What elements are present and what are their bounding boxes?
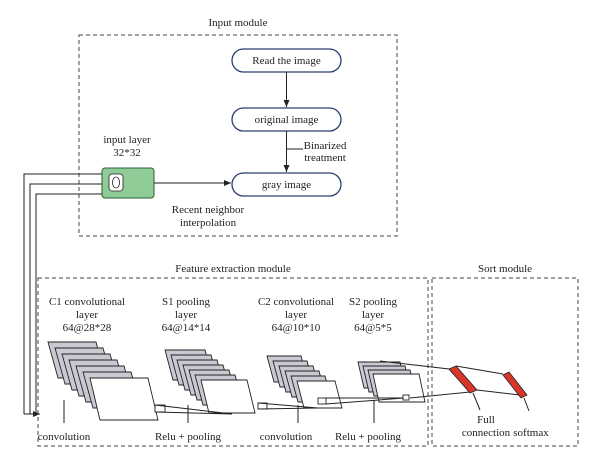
c1-feature-maps [47, 341, 159, 421]
c2-inner-window [317, 397, 327, 405]
connector-line-1 [23, 173, 102, 414]
s2-label-2: layer [362, 309, 384, 321]
c2-label-1: C2 convolutional [258, 296, 334, 308]
s2-feature-maps [357, 361, 426, 403]
binarized-label-1: Binarized [304, 140, 347, 152]
input-layer-size: 32*32 [113, 147, 141, 159]
original-image-label: original image [255, 114, 319, 126]
full-connection-label-2: connection [462, 427, 511, 439]
input-layer-image-icon [108, 173, 124, 192]
s2-label-group: S2 pooling layer 64@5*5 [349, 296, 397, 334]
c1-front-map [89, 377, 159, 421]
recent-neighbor-label-1: Recent neighbor [172, 204, 245, 216]
c2-front-map [296, 380, 343, 409]
softmax-pointer [523, 397, 530, 412]
s1-label-2: layer [175, 309, 197, 321]
connector-line-2 [29, 183, 102, 414]
full-connection-bar [448, 365, 478, 394]
s1-label-group: S1 pooling layer 64@14*14 [162, 296, 211, 334]
input-layer-title: input layer [103, 134, 151, 146]
softmax-label: softmax [513, 427, 549, 439]
c2-label-3: 64@10*10 [272, 322, 321, 334]
s2-label-3: 64@5*5 [354, 322, 392, 334]
full-connection-label-1: Full [477, 414, 495, 426]
s2-inner-window [402, 394, 410, 401]
input-module-title: Input module [209, 17, 268, 29]
s1-label-1: S1 pooling [162, 296, 210, 308]
c1-label-3: 64@28*28 [63, 322, 112, 334]
s2-label-1: S2 pooling [349, 296, 397, 308]
c2-projection-lines [257, 402, 319, 410]
c1-label-group: C1 convolutional layer 64@28*28 [49, 296, 125, 334]
binarized-label-2: treatment [304, 152, 346, 164]
gray-image-label: gray image [262, 179, 311, 191]
read-image-label: Read the image [252, 55, 321, 67]
c2-label-group: C2 convolutional layer 64@10*10 [258, 296, 334, 334]
op-label-convolution-1: convolution [38, 431, 91, 443]
c2-feature-maps [266, 355, 343, 409]
full-to-softmax-line-bottom [476, 389, 521, 396]
c2-label-2: layer [285, 309, 307, 321]
input-layer-ring-icon [112, 176, 120, 189]
s1-feature-maps [164, 349, 256, 414]
op-label-relu-pooling-2: Relu + pooling [335, 431, 402, 443]
c1-label-2: layer [76, 309, 98, 321]
s1-label-3: 64@14*14 [162, 322, 211, 334]
connector-line-3 [35, 193, 102, 414]
s1-front-map [200, 379, 256, 414]
sort-module-box [431, 277, 579, 447]
full-pointer [472, 392, 481, 411]
feature-module-box [37, 277, 429, 447]
sort-module-title: Sort module [478, 263, 532, 275]
c1-label-1: C1 convolutional [49, 296, 125, 308]
feature-module-title: Feature extraction module [175, 263, 291, 275]
op-label-relu-pooling-1: Relu + pooling [155, 431, 222, 443]
s2-front-map [372, 373, 426, 403]
gray-image-node [231, 172, 342, 197]
full-to-softmax-line-top [455, 365, 504, 375]
softmax-bar [502, 371, 528, 399]
op-label-convolution-2: convolution [260, 431, 313, 443]
recent-neighbor-label-2: interpolation [180, 217, 237, 229]
s1-projection-lines [154, 404, 233, 415]
